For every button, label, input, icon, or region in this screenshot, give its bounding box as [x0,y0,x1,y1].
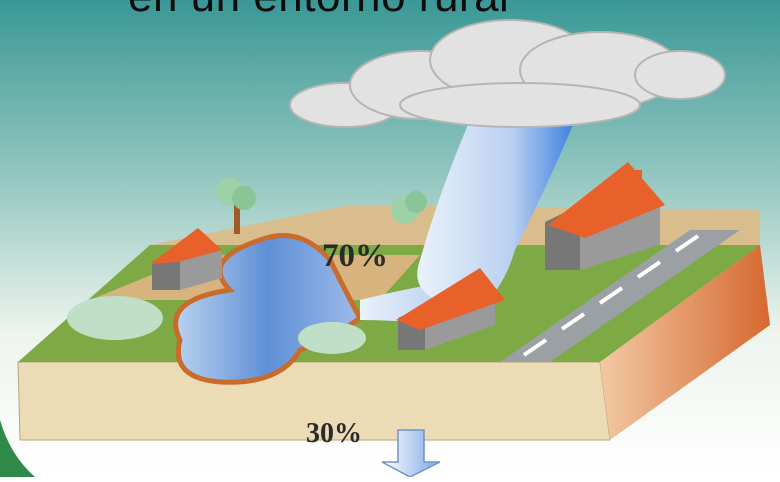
house-right [545,162,665,270]
house-center [396,268,505,350]
corner-swoosh [0,420,35,477]
tree-left [216,178,256,234]
road [500,230,740,362]
bush-left [67,296,163,340]
rain-column [417,120,575,310]
soil-block-side [600,245,770,440]
house-left [150,228,222,290]
infiltration-percent-label: 30% [306,418,362,449]
diagram-title: en un entorno rural [128,0,509,22]
road-markings [522,234,700,357]
infiltration-arrow [381,429,441,478]
tree-right [391,191,427,224]
runoff-percent-label: 70% [322,238,388,274]
storm-cloud [289,19,726,128]
bush-center [298,322,366,354]
